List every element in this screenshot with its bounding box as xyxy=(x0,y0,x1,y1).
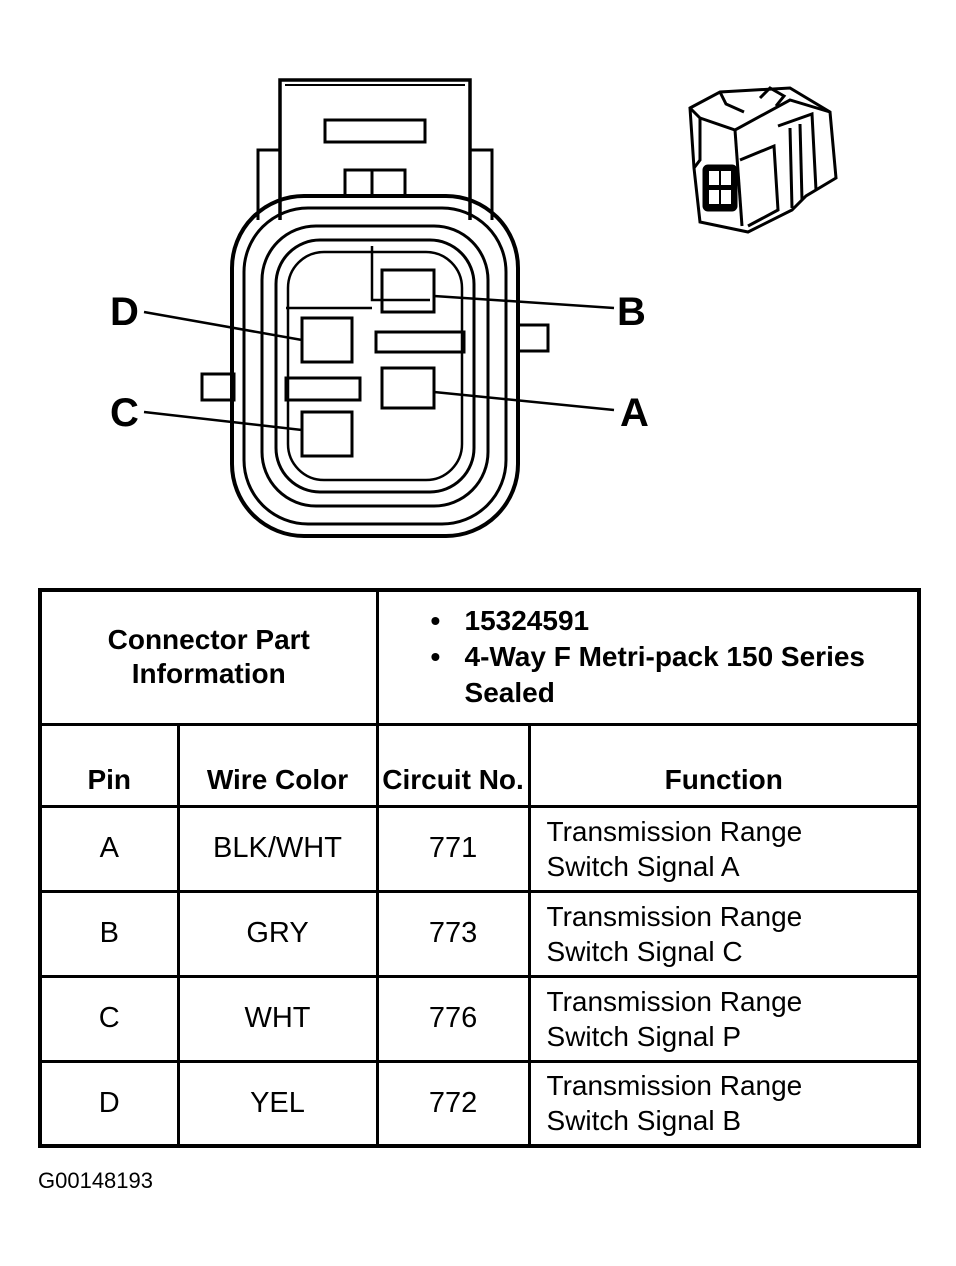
column-header-row: Pin Wire Color Circuit No. Function xyxy=(38,722,921,808)
pin-label-d: D xyxy=(110,290,139,334)
pin-cell: D xyxy=(38,1059,180,1148)
part-number: 15324591 xyxy=(431,603,918,639)
connector-info-header: Connector Part Information xyxy=(38,588,379,726)
col-header-wire-color: Wire Color xyxy=(176,722,379,808)
col-header-pin: Pin xyxy=(38,722,180,808)
pin-cell: C xyxy=(38,974,180,1063)
function-line-1: Transmission Range xyxy=(546,900,803,932)
connector-table: Connector Part Information 15324591 4-Wa… xyxy=(38,588,922,1148)
col-header-function: Function xyxy=(527,722,921,808)
col-header-circuit: Circuit No. xyxy=(375,722,531,808)
connector-info-row: Connector Part Information 15324591 4-Wa… xyxy=(38,588,921,726)
function-line-2: Switch Signal A xyxy=(546,850,740,882)
function-line-1: Transmission Range xyxy=(546,1070,803,1102)
wire-color-cell: GRY xyxy=(176,889,379,978)
wire-color-cell: YEL xyxy=(176,1059,379,1148)
circuit-cell: 771 xyxy=(375,804,531,893)
pin-label-a: A xyxy=(620,391,649,435)
circuit-cell: 772 xyxy=(375,1059,531,1148)
connector-diagram: D B C A xyxy=(110,78,838,538)
part-description: 4-Way F Metri-pack 150 Series Sealed xyxy=(431,639,918,711)
pin-cell: B xyxy=(38,889,180,978)
figure-id: G00148193 xyxy=(38,1168,153,1193)
wire-color-cell: BLK/WHT xyxy=(176,804,379,893)
function-line-2: Switch Signal C xyxy=(546,935,743,967)
pin-cell: A xyxy=(38,804,180,893)
pin-leader-lines xyxy=(143,294,615,432)
pin-label-c: C xyxy=(110,391,139,435)
connector-info-list: 15324591 4-Way F Metri-pack 150 Series S… xyxy=(375,588,921,726)
circuit-cell: 773 xyxy=(375,889,531,978)
connector-3d-icon xyxy=(688,86,838,234)
pin-label-b: B xyxy=(617,290,646,334)
connector-face xyxy=(200,78,550,538)
circuit-cell: 776 xyxy=(375,974,531,1063)
function-line-2: Switch Signal P xyxy=(546,1020,742,1052)
function-line-1: Transmission Range xyxy=(546,815,803,847)
wire-color-cell: WHT xyxy=(176,974,379,1063)
function-line-2: Switch Signal B xyxy=(546,1105,742,1137)
function-line-1: Transmission Range xyxy=(546,985,803,1017)
